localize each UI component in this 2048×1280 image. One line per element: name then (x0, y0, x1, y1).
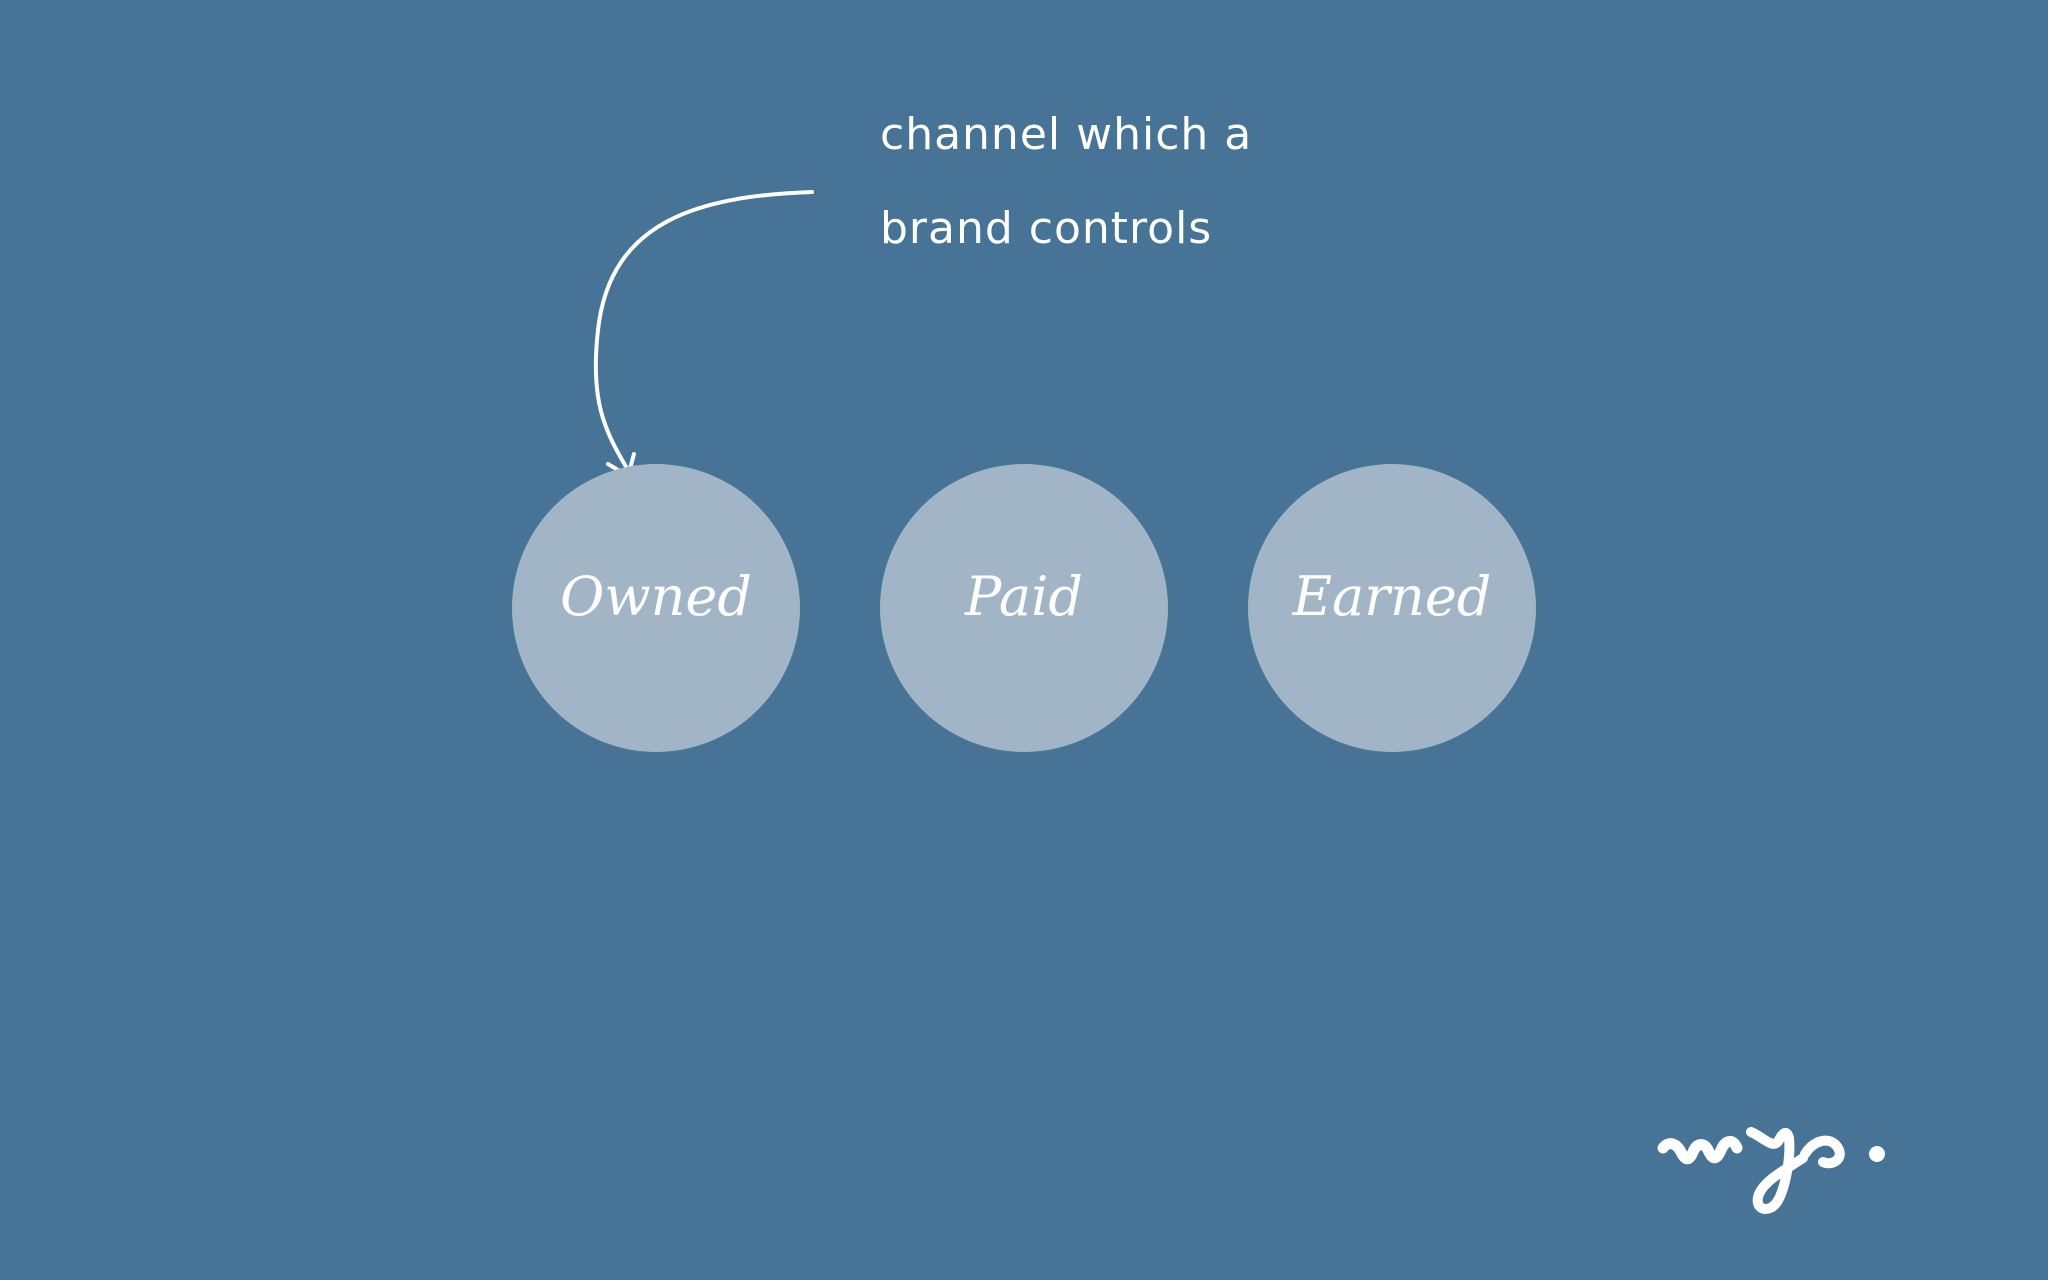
paid-label: Paid (965, 564, 1083, 628)
earned-label: Earned (1292, 564, 1492, 628)
owned-circle: Owned (512, 464, 800, 752)
annotation-line-2: brand controls (880, 203, 1213, 254)
logo-icon (1657, 1127, 1885, 1214)
paid-circle: Paid (880, 464, 1168, 752)
earned-circle: Earned (1248, 464, 1536, 752)
owned-label: Owned (560, 564, 752, 628)
annotation-text: channel which a brand controls (880, 88, 1252, 276)
annotation-line-1: channel which a (880, 109, 1253, 160)
